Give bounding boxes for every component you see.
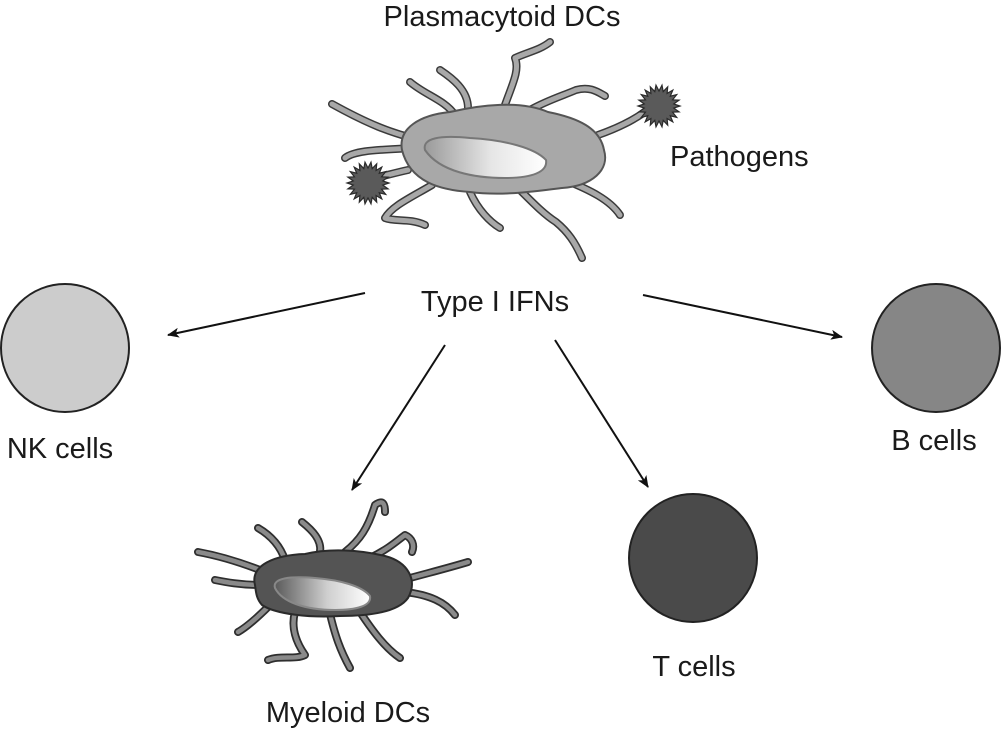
b-cells-label: B cells bbox=[891, 425, 976, 457]
plasmacytoid-nucleus bbox=[423, 135, 548, 180]
plasmacytoid-dcs-label: Plasmacytoid DCs bbox=[384, 1, 621, 33]
arrow-to-t-cells bbox=[554, 339, 649, 488]
pathogen-right bbox=[636, 83, 682, 129]
plasmacytoid-dc-cell bbox=[328, 38, 654, 262]
t-cell bbox=[628, 493, 758, 623]
arrow-to-b-cells bbox=[642, 294, 843, 340]
myeloid-dcs-label: Myeloid DCs bbox=[266, 697, 430, 729]
arrow-to-nk-cells bbox=[167, 292, 366, 338]
type-i-ifns-label: Type I IFNs bbox=[421, 286, 569, 318]
myeloid-nucleus bbox=[273, 576, 372, 612]
pathogens-label: Pathogens bbox=[670, 141, 809, 173]
b-cell bbox=[871, 283, 1001, 413]
nk-cells-label: NK cells bbox=[7, 433, 113, 465]
nk-cell bbox=[0, 283, 130, 413]
t-cells-label: T cells bbox=[652, 651, 735, 683]
arrow-to-myeloid-dcs bbox=[351, 344, 446, 491]
arrows bbox=[167, 292, 843, 491]
pathogen-left bbox=[345, 160, 391, 206]
myeloid-dc-cell bbox=[194, 498, 472, 672]
